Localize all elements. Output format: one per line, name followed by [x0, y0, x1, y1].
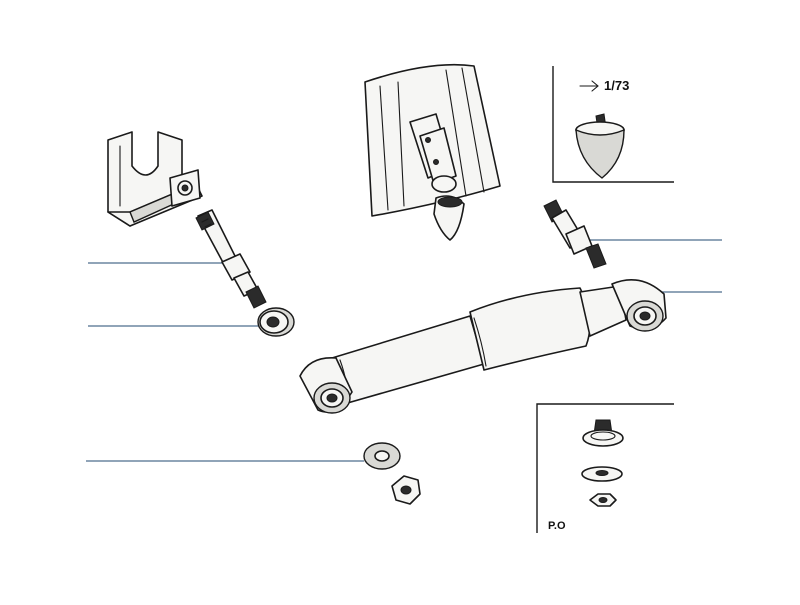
- chassis-panel: [364, 63, 501, 241]
- lower-nut: [391, 475, 421, 505]
- upper-eye-mount: [611, 278, 667, 332]
- reference-frame-bottom: P.O: [536, 403, 674, 533]
- reference-label: 1/73: [604, 78, 629, 93]
- frame-border-bottom: [536, 403, 674, 533]
- lower-eye-mount: [299, 357, 353, 414]
- reference-frame-top: 1/73: [552, 66, 674, 183]
- small-washer-part: [581, 466, 623, 482]
- mounting-stud-part: [582, 419, 624, 447]
- leader-lines: [86, 239, 722, 462]
- parts-label: P.O: [548, 520, 566, 532]
- bump-stop-part: [575, 113, 625, 179]
- frame-border-top: [552, 66, 674, 183]
- upper-stud: [195, 209, 267, 309]
- shock-absorber: [299, 278, 667, 414]
- upper-mounting-bracket: [107, 131, 203, 227]
- upper-rubber-bush: [257, 307, 295, 337]
- lower-washer: [363, 442, 401, 470]
- small-nut-part: [589, 493, 617, 507]
- right-stud: [543, 199, 607, 269]
- arrow-icon: [579, 80, 599, 92]
